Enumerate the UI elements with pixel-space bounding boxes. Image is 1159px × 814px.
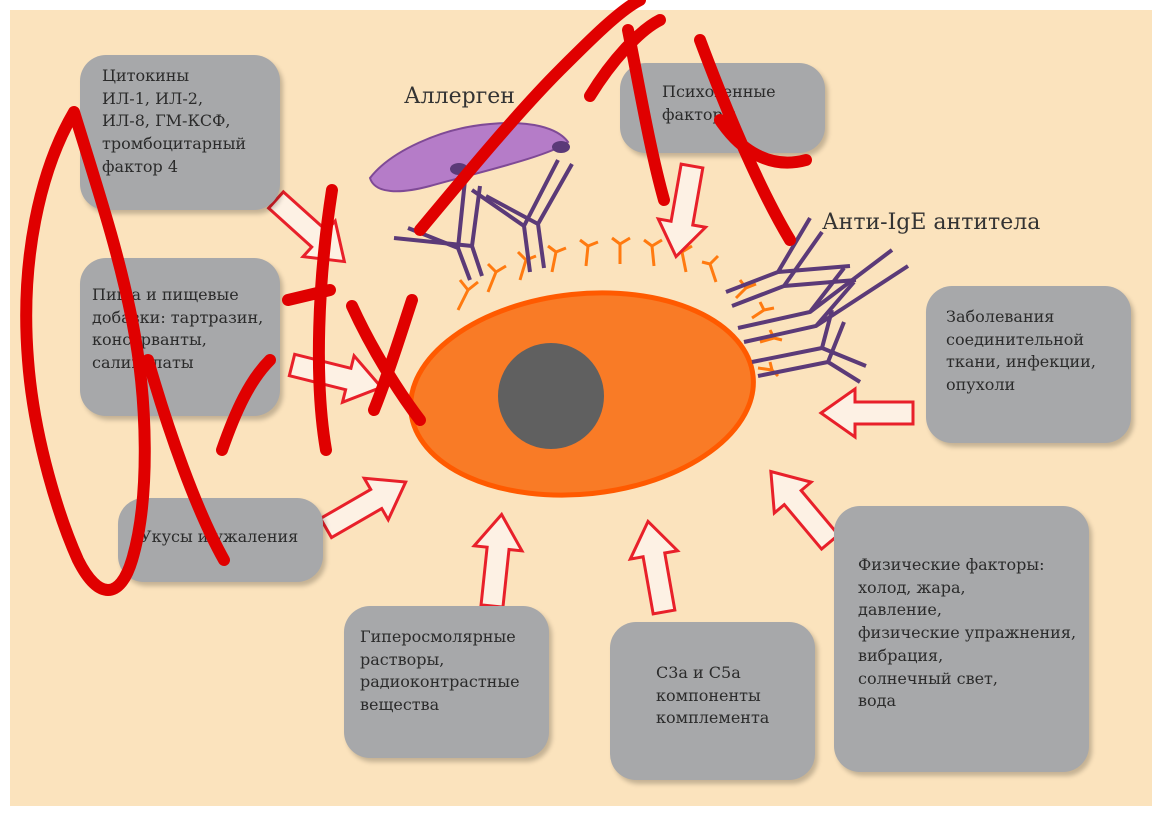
receptor [580, 240, 598, 266]
box-connective: Заболевания соединительной ткани, инфекц… [926, 286, 1131, 443]
arrow-from-complement [624, 517, 687, 616]
allergen-binding-site [552, 141, 570, 153]
antibody [472, 160, 558, 272]
antibody [394, 186, 482, 276]
anti-ige-antibodies [726, 218, 908, 382]
antibody [408, 180, 470, 280]
diagram-canvas: Аллерген Анти-IgE антитела Цитокины ИЛ-1… [10, 10, 1152, 806]
box-physical: Физические факторы: холод, жара, давлени… [834, 506, 1089, 772]
receptor [702, 256, 718, 282]
receptor [752, 302, 774, 318]
box-psychogenic: Психогенные факторы [620, 63, 825, 153]
arrow-from-food [286, 342, 387, 411]
allergen-shape [370, 123, 568, 191]
allergen-binding-site [450, 163, 468, 175]
arrow-from-bites [314, 461, 418, 549]
anti-ige-label: Анти-IgE антитела [822, 210, 1040, 235]
receptor [548, 246, 566, 272]
box-hyperosmolar: Гиперосмолярные растворы, радиоконтрастн… [344, 606, 549, 758]
box-food: Пища и пищевые добавки: тартразин, консе… [80, 258, 280, 416]
cell-nucleus [498, 343, 604, 449]
arrow-from-connective [821, 389, 913, 437]
receptor [458, 280, 478, 310]
allergen-label: Аллерген [404, 84, 515, 109]
arrow-from-psychogenic [652, 162, 715, 261]
antibody [738, 250, 892, 328]
arrow-from-hyperosmolar [468, 512, 525, 609]
box-complement: С3а и С5а компоненты комплемента [610, 622, 815, 780]
receptor [488, 264, 506, 292]
receptor [612, 238, 630, 264]
receptor [644, 240, 662, 266]
box-bites: Укусы и ужаления [118, 498, 323, 582]
box-cytokines: Цитокины ИЛ-1, ИЛ-2, ИЛ-8, ГМ-КСФ, тромб… [80, 55, 280, 210]
